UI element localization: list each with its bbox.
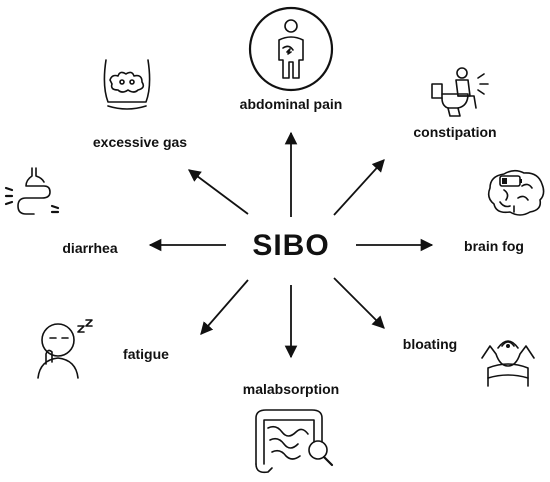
gas-belly-icon [103,59,151,110]
label-diarrhea: diarrhea [62,240,118,256]
label-brain-fog: brain fog [464,238,524,254]
label-abdominal-pain: abdominal pain [239,96,343,112]
toilet-icon [431,67,489,117]
label-malabsorption: malabsorption [242,381,340,397]
intestines-magnifier-icon [255,409,334,474]
bloated-belly-icon [481,340,535,387]
label-constipation: constipation [413,124,497,140]
irritated-gut-icon [4,167,60,215]
tired-person-icon [37,319,93,379]
abdominal-pain-icon [248,6,334,92]
label-bloating: bloating [402,336,458,352]
brain-low-battery-icon [487,169,545,216]
arrow-constipation [333,159,385,216]
center-label: SIBO [252,229,330,262]
arrow-fatigue [200,279,249,335]
arrow-bloating [333,277,385,329]
label-fatigue: fatigue [123,346,169,362]
arrow-excessive-gas [187,169,249,215]
label-excessive-gas: excessive gas [92,134,188,150]
